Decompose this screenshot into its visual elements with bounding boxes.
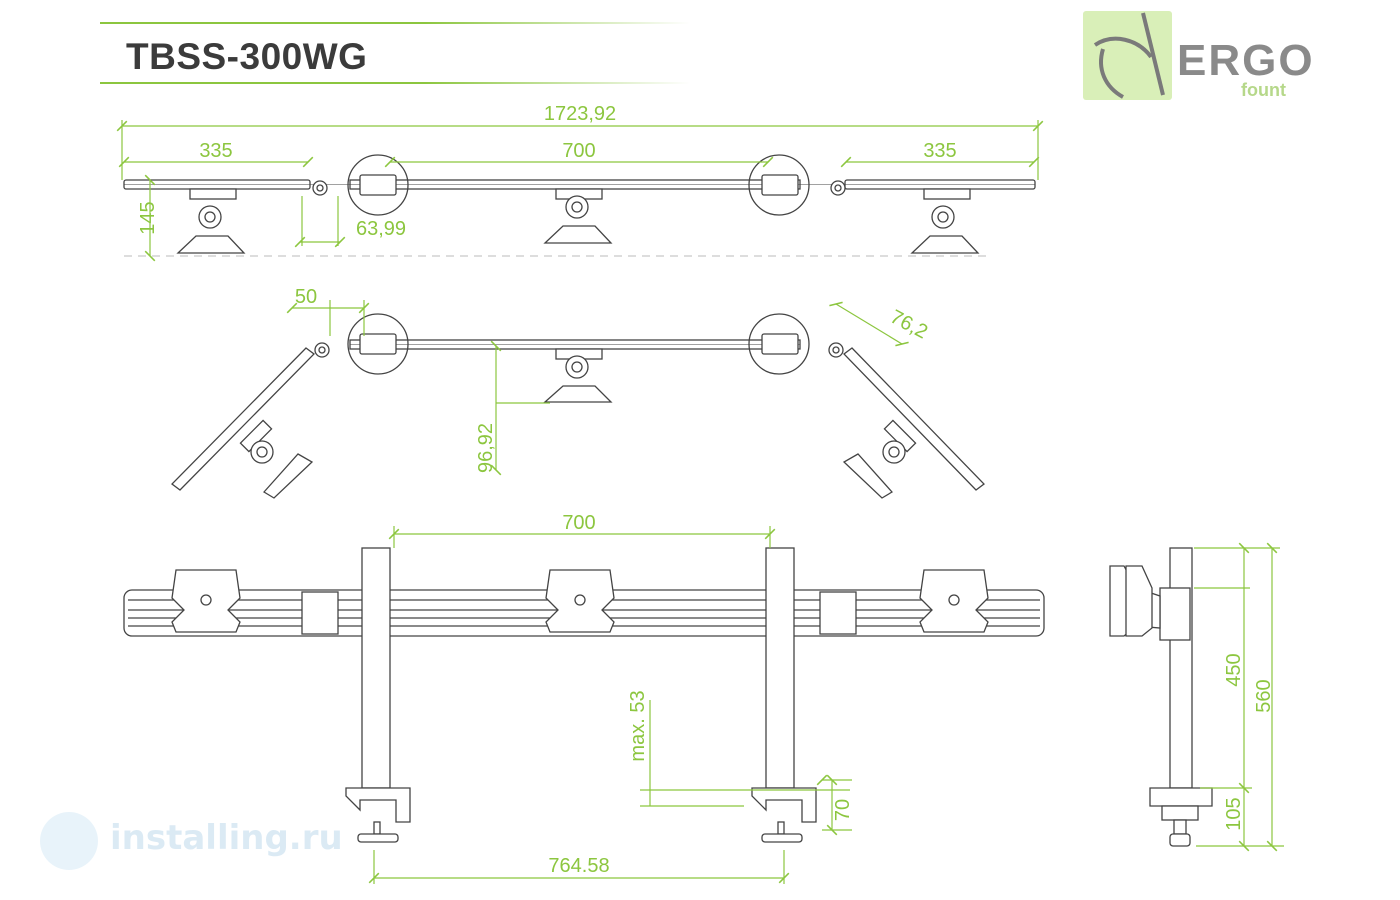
angled-mount-left bbox=[239, 419, 314, 499]
dim-front-700: 700 bbox=[562, 512, 595, 534]
dim-span-50: 50 bbox=[295, 286, 317, 308]
title-rule-top bbox=[100, 22, 690, 24]
angled-view bbox=[171, 313, 985, 499]
front-dimension-lines bbox=[368, 526, 852, 884]
front-vesa-plate-center bbox=[545, 569, 615, 633]
top-mount-left bbox=[176, 188, 246, 254]
joint-highlight-right bbox=[748, 154, 810, 216]
title-rule-bottom bbox=[100, 82, 690, 84]
top-bar bbox=[123, 179, 1036, 190]
dim-offset-96: 96,92 bbox=[475, 423, 497, 473]
watermark-globe-icon bbox=[40, 812, 98, 870]
dim-height-145: 145 bbox=[137, 201, 159, 234]
logo-sub-text: fount bbox=[1241, 80, 1286, 100]
angled-mount-center bbox=[543, 348, 613, 403]
page-title: TBSS-300WG bbox=[126, 36, 368, 77]
dim-total-length: 1723,92 bbox=[544, 103, 616, 125]
dim-side-105: 105 bbox=[1223, 797, 1245, 830]
logo-mark-icon bbox=[1083, 11, 1172, 100]
side-dimension-lines bbox=[1194, 542, 1284, 852]
dim-joint-63: 63,99 bbox=[356, 218, 406, 240]
front-clamp-left bbox=[345, 787, 411, 843]
side-post bbox=[1109, 547, 1193, 789]
dim-left-span: 335 bbox=[199, 140, 232, 162]
watermark-text: installing.ru bbox=[110, 818, 343, 858]
dim-right-span: 335 bbox=[923, 140, 956, 162]
dim-side-450: 450 bbox=[1223, 653, 1245, 686]
joint-highlight-left bbox=[347, 154, 409, 216]
side-view bbox=[1109, 547, 1213, 847]
dim-clamp-70: 70 bbox=[832, 799, 854, 821]
dim-base-764: 764.58 bbox=[548, 855, 609, 877]
dim-max-53: max. 53 bbox=[627, 690, 649, 761]
top-mount-center bbox=[543, 188, 613, 244]
title-area: TBSS-300WG bbox=[100, 22, 700, 86]
top-couplers bbox=[312, 174, 846, 196]
watermark: installing.ru bbox=[24, 806, 343, 874]
dimension-labels: 1723,92 335 700 335 145 63,99 50 76,2 96… bbox=[137, 103, 1275, 877]
brand-logo: ERGO fount bbox=[1083, 8, 1313, 112]
front-posts bbox=[361, 547, 795, 789]
front-vesa-plate-left bbox=[171, 569, 241, 633]
angled-joint-highlight-left bbox=[347, 313, 409, 375]
top-view bbox=[123, 154, 1036, 257]
angled-mount-right bbox=[842, 419, 917, 499]
front-rail-couplers bbox=[301, 591, 857, 635]
dim-side-560: 560 bbox=[1253, 679, 1275, 712]
logo-brand-text: ERGO bbox=[1177, 36, 1315, 85]
dim-center-span: 700 bbox=[562, 140, 595, 162]
dim-span-76: 76,2 bbox=[886, 306, 931, 344]
top-mount-right bbox=[910, 188, 980, 254]
angled-dimension-lines bbox=[286, 300, 909, 476]
front-vesa-plate-right bbox=[919, 569, 989, 633]
front-view bbox=[123, 547, 1045, 843]
angled-joint-highlight-right bbox=[748, 313, 810, 375]
top-dimension-lines bbox=[116, 120, 1044, 262]
side-clamp bbox=[1149, 787, 1213, 847]
front-clamp-right bbox=[751, 787, 817, 843]
